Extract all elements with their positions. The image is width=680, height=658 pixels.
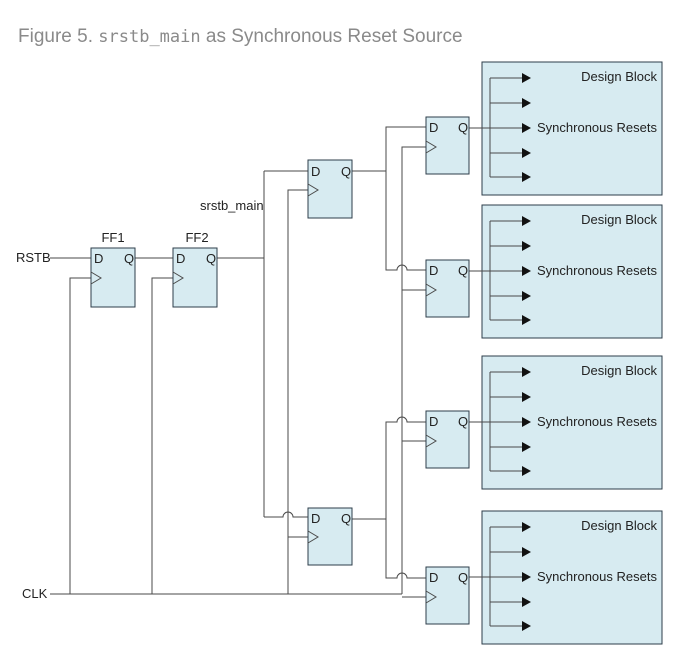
flip-flop-mid-bottom: D Q xyxy=(307,507,353,566)
clk-label: CLK xyxy=(22,586,48,601)
design-block-title: Design Block xyxy=(581,69,657,84)
mid-top-pin-d: D xyxy=(311,164,320,179)
figure-number: Figure 5. xyxy=(18,26,93,47)
leaf-3-pin-q: Q xyxy=(458,414,468,429)
ff1-label: FF1 xyxy=(101,230,124,245)
design-block-2-reset-arrows xyxy=(489,216,531,325)
design-block-output-label: Synchronous Resets xyxy=(537,569,657,584)
mid-bottom-pin-d: D xyxy=(311,511,320,526)
mid-top-q-wire xyxy=(352,126,426,271)
ff2-label: FF2 xyxy=(185,230,208,245)
design-block-output-label: Synchronous Resets xyxy=(537,120,657,135)
figure-caption: Figure 5. srstb_main as Synchronous Rese… xyxy=(18,26,463,48)
figure-title: as Synchronous Reset Source xyxy=(205,26,463,47)
mid-bottom-pin-q: Q xyxy=(341,511,351,526)
flip-flop-ff1: D Q xyxy=(90,247,136,308)
design-block-1-reset-arrows xyxy=(489,73,531,182)
ff2-pin-q: Q xyxy=(206,251,216,266)
flip-flop-leaf-3: D Q xyxy=(425,410,470,469)
rstb-label: RSTB xyxy=(16,250,51,265)
clk-branches xyxy=(69,146,426,598)
leaf-4-pin-q: Q xyxy=(458,570,468,585)
flip-flop-leaf-1: D Q xyxy=(425,116,470,175)
design-block-title: Design Block xyxy=(581,518,657,533)
leaf-1-pin-d: D xyxy=(429,120,438,135)
leaf-4-pin-d: D xyxy=(429,570,438,585)
leaf-3-pin-d: D xyxy=(429,414,438,429)
design-block-3-reset-arrows xyxy=(489,367,531,476)
ff1-pin-q: Q xyxy=(124,251,134,266)
flip-flop-leaf-2: D Q xyxy=(425,259,470,318)
flip-flop-ff2: D Q xyxy=(172,247,218,308)
mid-top-pin-q: Q xyxy=(341,164,351,179)
leaf-2-pin-q: Q xyxy=(458,263,468,278)
design-block-output-label: Synchronous Resets xyxy=(537,414,657,429)
flip-flop-leaf-4: D Q xyxy=(425,566,470,625)
design-block-4-reset-arrows xyxy=(489,522,531,631)
leaf-1-pin-q: Q xyxy=(458,120,468,135)
srstb-main-bus xyxy=(263,170,308,518)
ff1-pin-d: D xyxy=(94,251,103,266)
design-block-title: Design Block xyxy=(581,363,657,378)
mid-bottom-q-wire xyxy=(352,416,426,579)
last-stage-q-wires xyxy=(469,127,490,578)
ff2-pin-d: D xyxy=(176,251,185,266)
design-block-title: Design Block xyxy=(581,212,657,227)
leaf-2-pin-d: D xyxy=(429,263,438,278)
srstb-main-label: srstb_main xyxy=(200,198,264,213)
flip-flop-mid-top: D Q xyxy=(307,159,353,219)
figure-signal-name: srstb_main xyxy=(98,27,201,47)
design-block-output-label: Synchronous Resets xyxy=(537,263,657,278)
